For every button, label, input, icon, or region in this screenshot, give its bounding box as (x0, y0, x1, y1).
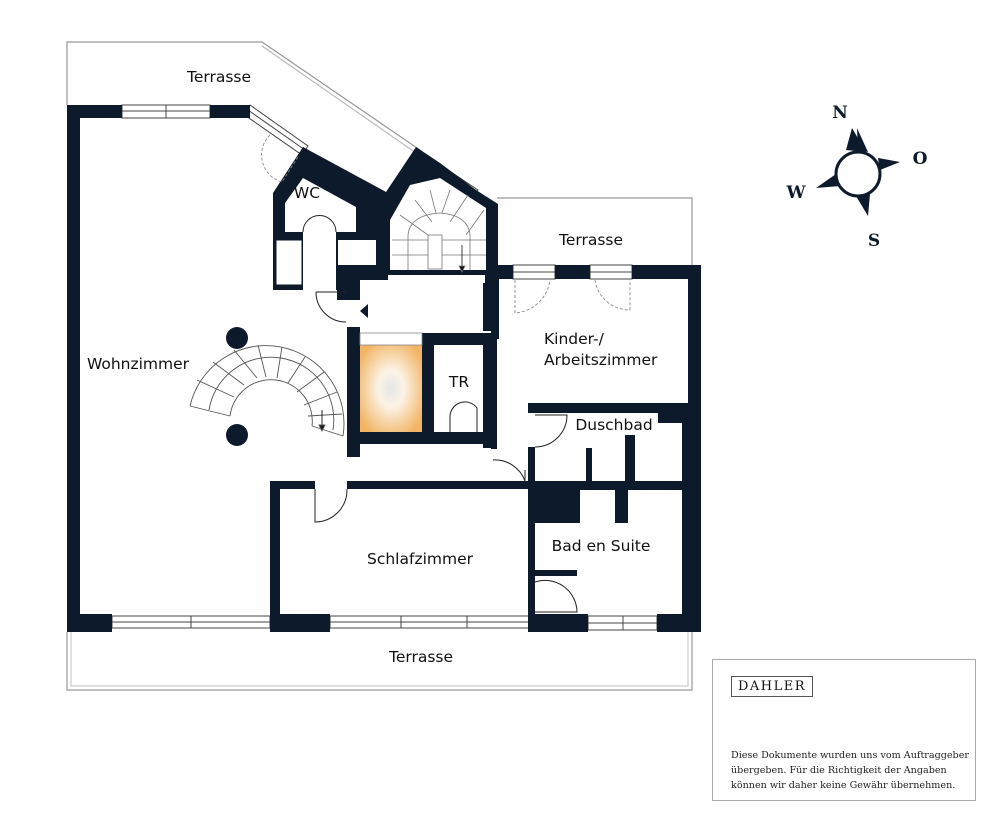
room-label-terrace-bottom: Terrasse (388, 648, 453, 666)
room-label-shower: Duschbad (575, 416, 652, 434)
room-label-bedroom: Schlafzimmer (367, 550, 474, 568)
room-label-living: Wohnzimmer (87, 355, 190, 373)
disclaimer-box: DAHLER Diese Dokumente wurden uns vom Au… (712, 659, 976, 801)
compass-s: S (868, 231, 880, 251)
room-label-terrace-top: Terrasse (186, 68, 251, 86)
room-label-terrace-right: Terrasse (558, 231, 623, 249)
terrace-outlines (66, 41, 693, 691)
staircase-upper (392, 189, 486, 273)
entrance-arrow-icon (360, 304, 368, 318)
window-door-swings (261, 134, 631, 314)
room-label-kids-1: Kinder-/ (544, 330, 605, 348)
spiral-staircase (189, 344, 345, 437)
fireplace (360, 345, 422, 432)
compass-n: N (832, 103, 848, 123)
disclaimer-text: Diese Dokumente wurden uns vom Auftragge… (731, 750, 969, 791)
dahler-logo: DAHLER (731, 676, 814, 697)
compass-rose: N O S W (785, 103, 927, 251)
room-label-ensuite: Bad en Suite (552, 537, 651, 555)
compass-o: O (913, 149, 928, 169)
room-label-tr: TR (448, 373, 469, 391)
doors[interactable] (302, 215, 578, 613)
room-label-kids-2: Arbeitszimmer (544, 351, 658, 369)
column (226, 327, 248, 349)
room-label-wc: WC (294, 184, 320, 202)
column (226, 424, 248, 446)
fireplace-hearth (359, 332, 423, 346)
compass-w: W (785, 183, 806, 203)
